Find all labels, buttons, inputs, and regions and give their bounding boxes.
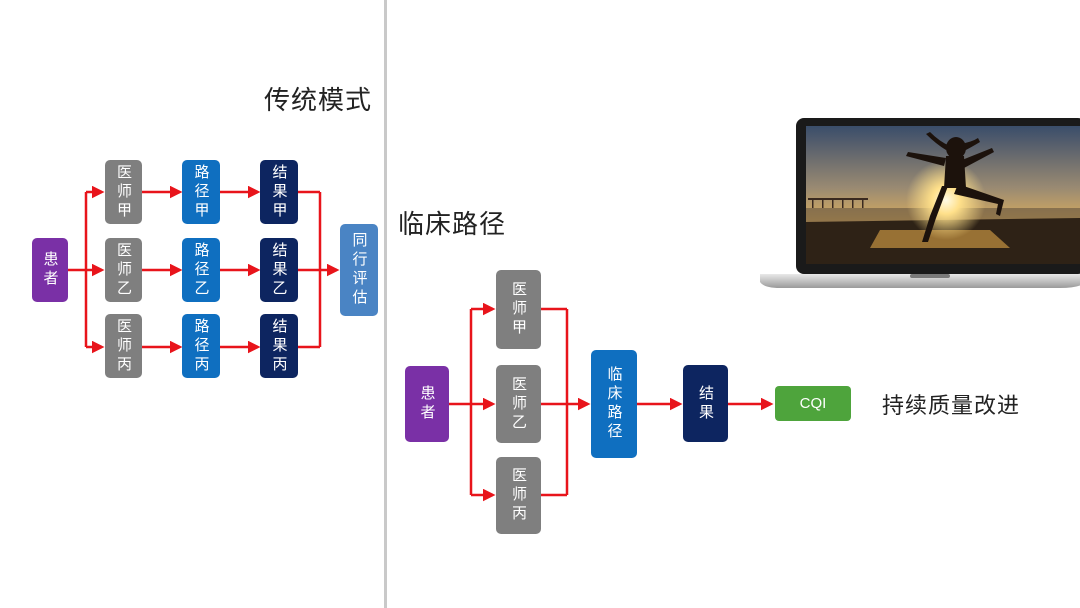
cqi-box: CQI [775,386,851,421]
patient-box-right: 患者 [405,366,449,442]
doctor-a-box-right: 医师甲 [496,270,541,349]
patient-box-left: 患者 [32,238,68,302]
result-box-right: 结果 [683,365,728,442]
clinical-pathway-title: 临床路径 [398,210,507,240]
path-b-box: 路径乙 [182,238,220,302]
path-c-box: 路径丙 [182,314,220,378]
doctor-c-box-left: 医师丙 [105,314,142,378]
path-a-box: 路径甲 [182,160,220,224]
result-b-box: 结果乙 [260,238,298,302]
result-c-box: 结果丙 [260,314,298,378]
cqi-note: 持续质量改进 [882,394,1021,419]
panel-divider [384,0,387,608]
peer-evaluation-box: 同行评估 [340,224,378,316]
result-a-box: 结果甲 [260,160,298,224]
traditional-mode-title: 传统模式 [264,86,373,116]
clinical-pathway-box: 临床路径 [591,350,637,458]
doctor-a-box-left: 医师甲 [105,160,142,224]
doctor-b-box-left: 医师乙 [105,238,142,302]
doctor-b-box-right: 医师乙 [496,365,541,443]
doctor-c-box-right: 医师丙 [496,457,541,534]
laptop-photo [760,118,1080,288]
